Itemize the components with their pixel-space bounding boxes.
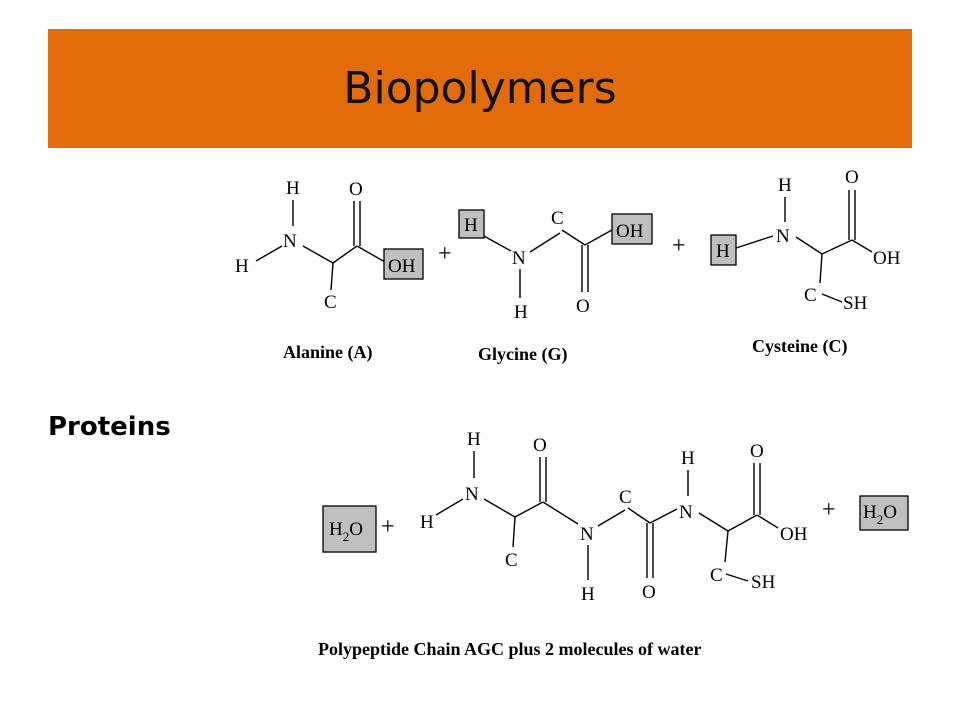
atom-h: H bbox=[514, 302, 528, 323]
atom-oh: OH bbox=[873, 248, 901, 269]
bond bbox=[483, 235, 512, 252]
atom-oh: OH bbox=[780, 524, 808, 545]
bond bbox=[356, 245, 386, 263]
water-subscript: 2 bbox=[877, 512, 884, 527]
bond bbox=[561, 229, 586, 246]
cysteine-caption: Cysteine (C) bbox=[752, 336, 847, 357]
atom-h: H bbox=[863, 502, 877, 523]
bond bbox=[727, 514, 758, 532]
plus-sign: + bbox=[381, 514, 395, 540]
section-label: Proteins bbox=[48, 412, 171, 442]
water-box bbox=[859, 495, 909, 531]
bond bbox=[735, 235, 774, 249]
bond bbox=[819, 253, 823, 284]
bond bbox=[529, 232, 561, 253]
atom-n: N bbox=[283, 231, 297, 252]
plus-sign: + bbox=[438, 241, 452, 267]
atom-h: H bbox=[420, 512, 434, 533]
atom-h: H bbox=[329, 519, 343, 540]
water-subscript: 2 bbox=[343, 529, 350, 544]
bond bbox=[627, 507, 651, 524]
bond bbox=[821, 239, 853, 255]
atom-oh: OH bbox=[388, 256, 416, 277]
atom-o: O bbox=[576, 296, 590, 317]
bond bbox=[597, 509, 626, 527]
plus-sign: + bbox=[822, 497, 836, 523]
atom-o: O bbox=[883, 502, 897, 523]
atom-o: O bbox=[533, 435, 547, 456]
atom-o: O bbox=[750, 441, 764, 462]
bond bbox=[302, 245, 334, 264]
atom-h: H bbox=[681, 448, 695, 469]
alanine-caption: Alanine (A) bbox=[283, 342, 373, 363]
plus-sign: + bbox=[672, 233, 686, 259]
bond bbox=[698, 512, 729, 532]
cysteine-structure: H H N C SH O OH Cysteine (C) bbox=[710, 167, 901, 357]
bond bbox=[756, 514, 779, 529]
atom-n: N bbox=[465, 484, 479, 505]
water-molecule-right: H2O bbox=[859, 495, 909, 531]
water-box bbox=[322, 505, 377, 553]
hydrogen-box bbox=[710, 234, 737, 266]
atom-h: H bbox=[467, 429, 481, 450]
bond bbox=[584, 229, 613, 246]
atom-h: H bbox=[464, 215, 478, 236]
atom-c: C bbox=[710, 565, 723, 586]
atom-h: H bbox=[581, 584, 595, 605]
atom-c: C bbox=[551, 208, 564, 229]
atom-sh: SH bbox=[751, 572, 776, 593]
bond bbox=[649, 508, 678, 524]
alanine-structure: H N H C O OH Alanine (A) bbox=[235, 178, 424, 363]
atom-o: O bbox=[642, 582, 656, 603]
atom-o: O bbox=[845, 167, 859, 188]
atom-n: N bbox=[679, 502, 693, 523]
atom-n: N bbox=[776, 226, 790, 247]
bond bbox=[332, 245, 358, 264]
atom-c: C bbox=[804, 285, 817, 306]
water-molecule-left: H2O bbox=[322, 505, 377, 553]
bond bbox=[255, 245, 283, 262]
water-formula: H2O bbox=[329, 519, 363, 544]
bond bbox=[821, 293, 843, 303]
bond bbox=[542, 501, 579, 525]
bond bbox=[724, 530, 729, 563]
atom-sh: SH bbox=[843, 293, 868, 314]
bond bbox=[851, 239, 873, 253]
atom-oh: OH bbox=[616, 221, 644, 242]
hydrogen-box bbox=[458, 209, 485, 239]
glycine-caption: Glycine (G) bbox=[478, 344, 567, 365]
atom-o: O bbox=[349, 519, 363, 540]
hydroxyl-box bbox=[383, 248, 424, 280]
atom-h: H bbox=[286, 178, 300, 199]
bond bbox=[483, 498, 516, 518]
glycine-structure: H N H C O OH Glycine (G) bbox=[458, 208, 653, 365]
bond bbox=[512, 516, 516, 548]
slide-title: Biopolymers bbox=[343, 63, 617, 114]
atom-n: N bbox=[512, 248, 526, 269]
atom-o: O bbox=[349, 179, 363, 200]
bond bbox=[514, 501, 544, 518]
bond bbox=[795, 236, 823, 255]
product-caption: Polypeptide Chain AGC plus 2 molecules o… bbox=[318, 639, 702, 659]
title-bar: Biopolymers bbox=[48, 29, 912, 148]
bond bbox=[725, 573, 749, 582]
bond bbox=[435, 498, 464, 516]
atom-h: H bbox=[716, 241, 730, 262]
atom-h: H bbox=[778, 175, 792, 196]
bond bbox=[330, 262, 334, 291]
atom-c: C bbox=[324, 292, 337, 313]
atom-c: C bbox=[619, 487, 632, 508]
atom-c: C bbox=[505, 550, 518, 571]
polypeptide-structure: H N H C O N H C O H N C SH O bbox=[420, 429, 808, 605]
atom-n: N bbox=[580, 524, 594, 545]
hydroxyl-box bbox=[611, 213, 653, 245]
water-formula: H2O bbox=[863, 502, 897, 527]
atom-h: H bbox=[235, 256, 249, 277]
